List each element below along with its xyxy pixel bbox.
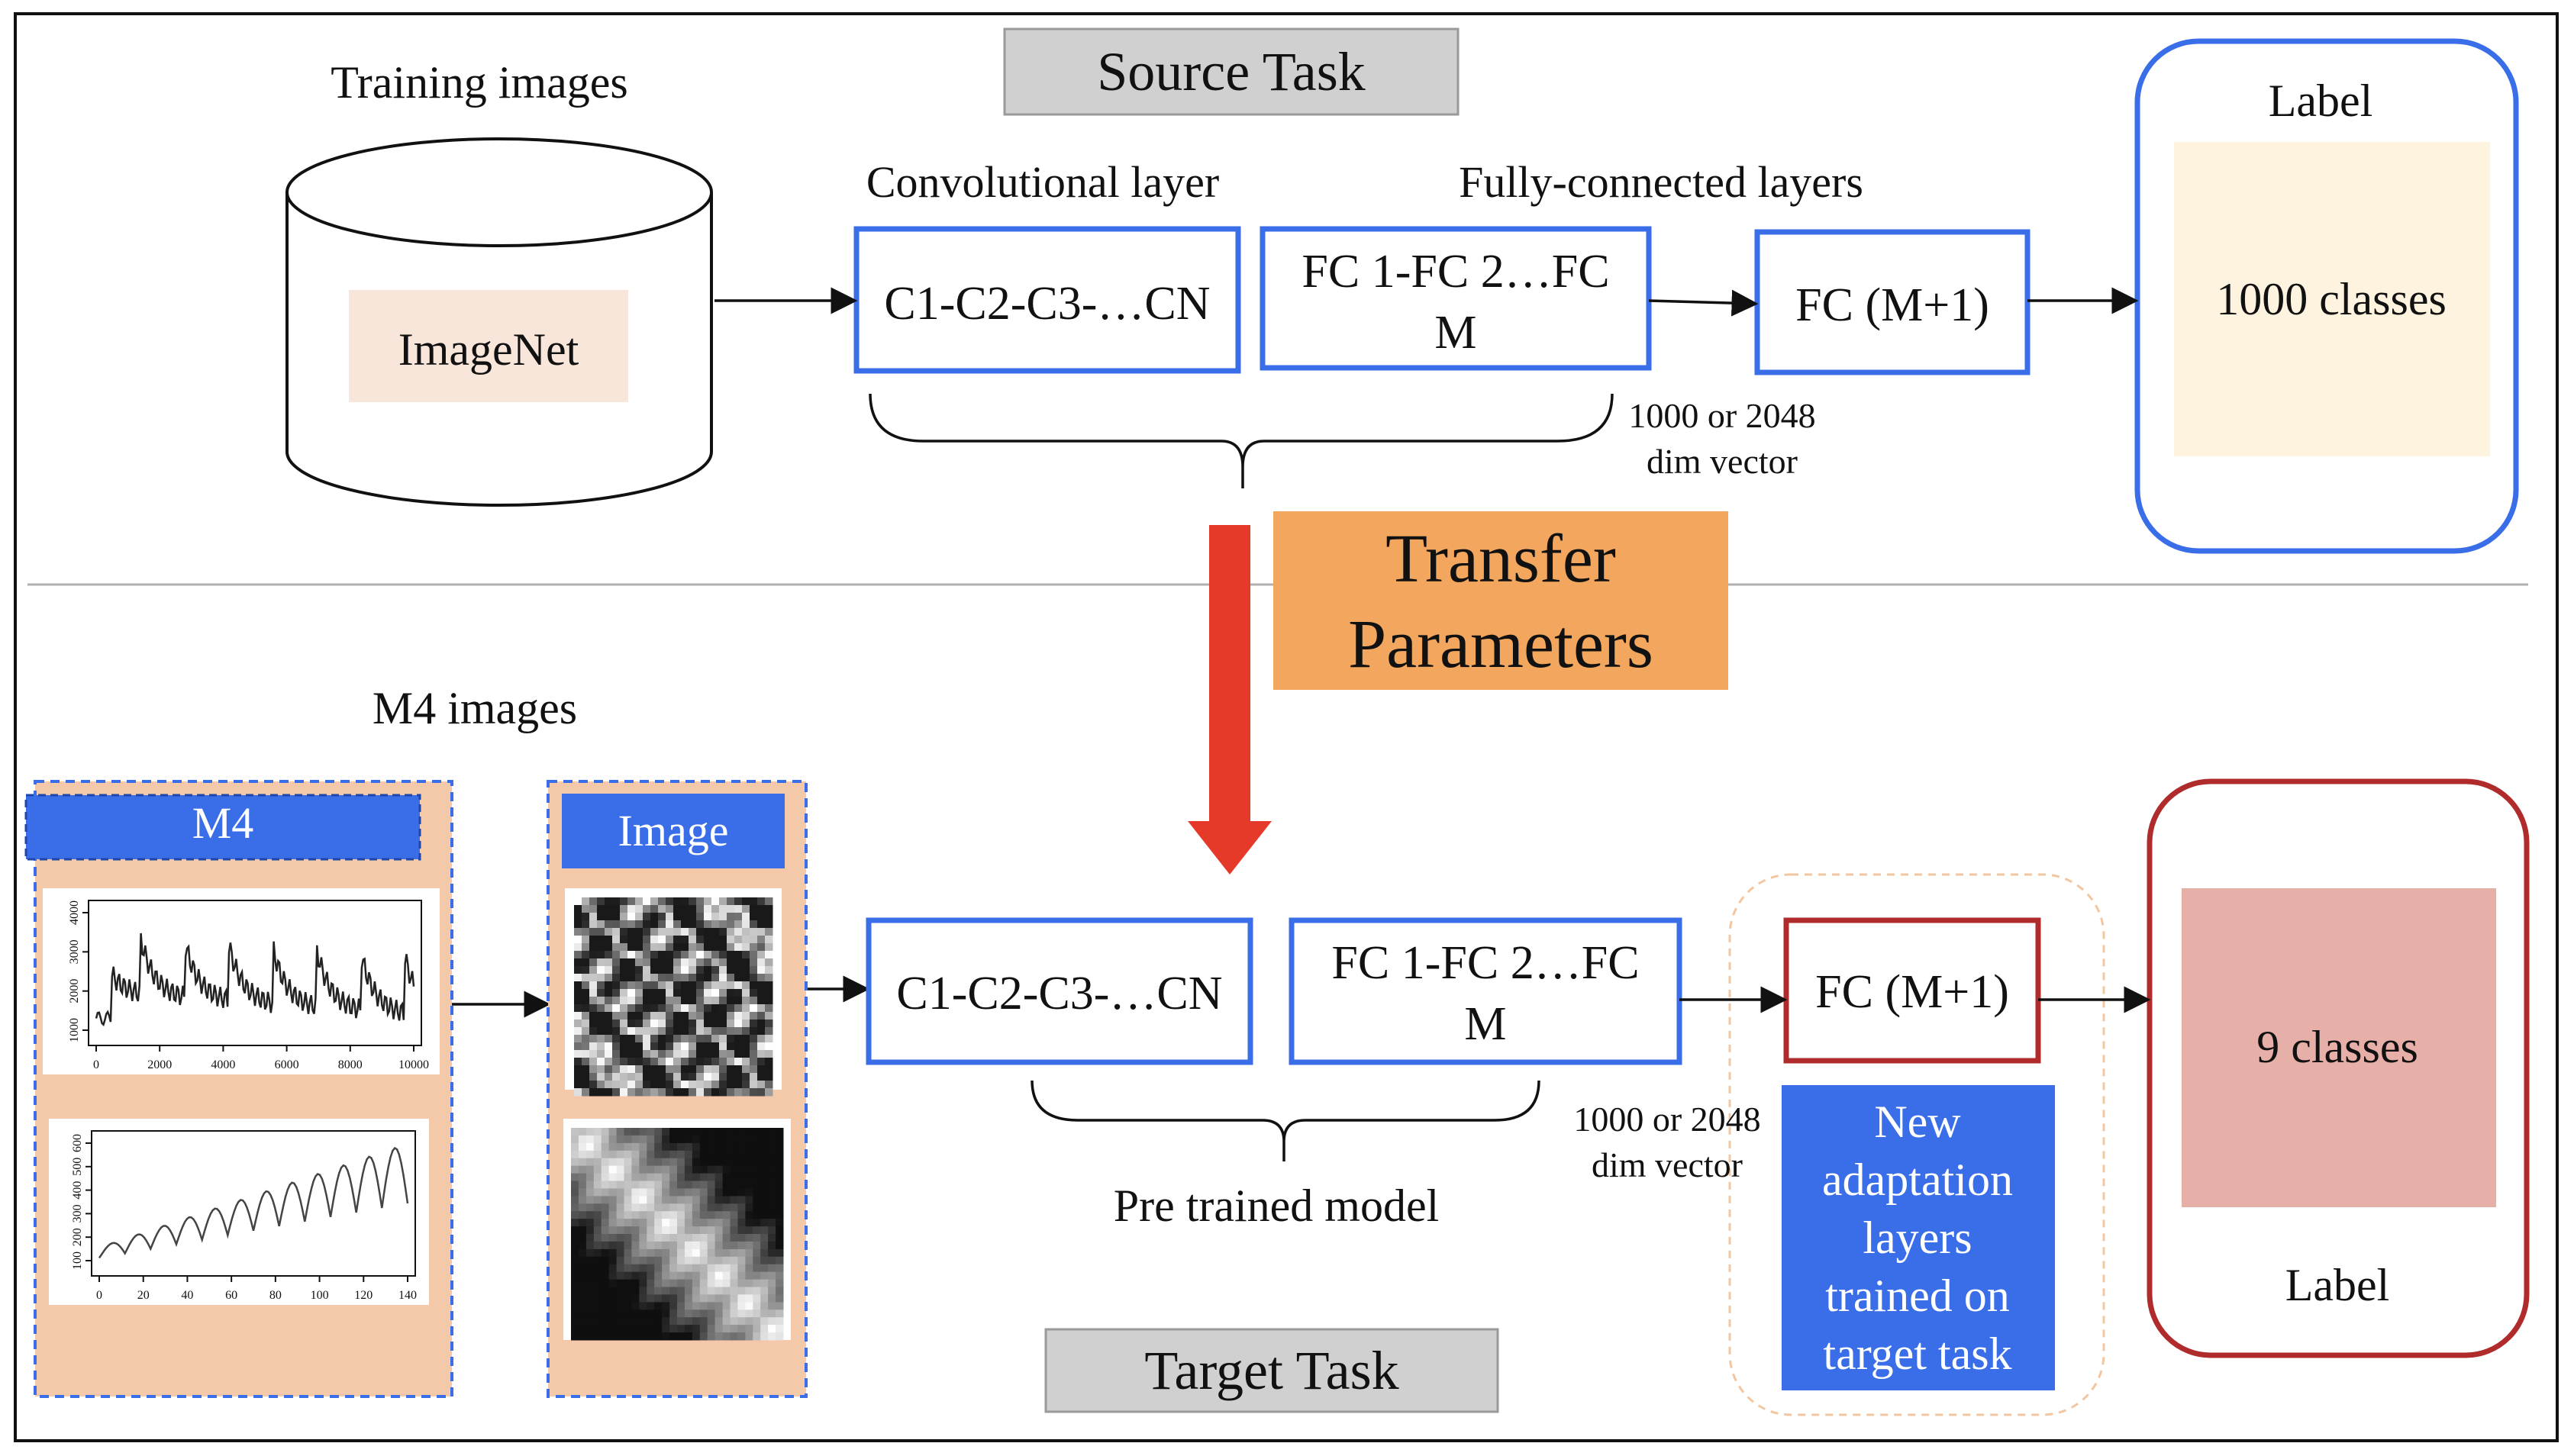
m4-panel-header [24, 794, 421, 861]
plot1-y-tick: 2000 [68, 979, 81, 1003]
pretrained-brace [1031, 1080, 1540, 1161]
target-fc-final-label: FC (M+1) [1815, 966, 2009, 1018]
plot2-x-tick: 20 [137, 1289, 150, 1302]
target-fc-label-line2: M [1464, 998, 1506, 1050]
plot2-x-tick: 40 [181, 1289, 193, 1302]
target-fc-final-box [1783, 917, 2041, 1064]
source-fc-label-line1: FC 1-FC 2…FC [1302, 246, 1609, 298]
plot2-x-tick: 60 [225, 1289, 237, 1302]
source-brace [869, 393, 1614, 488]
target-task-header [1044, 1328, 1499, 1413]
plot1-y-tick: 4000 [68, 900, 81, 925]
new-layers-line-2: adaptation [1822, 1155, 2013, 1205]
source-fc-final-label: FC (M+1) [1795, 279, 1989, 331]
imagenet-label: ImageNet [398, 324, 579, 375]
image-panel-header [562, 794, 785, 868]
arrow-fc-to-fc-final [1648, 289, 1759, 317]
target-fc-box [1289, 917, 1682, 1065]
plot1-x-tick: 8000 [338, 1058, 363, 1071]
new-layers-line-4: trained on [1825, 1271, 2010, 1321]
plot2-y-tick: 600 [71, 1134, 84, 1152]
source-conv-box [853, 226, 1241, 374]
plot2-y-tick: 300 [71, 1204, 84, 1222]
target-task-title: Target Task [1144, 1340, 1398, 1401]
plot1-x-tick: 6000 [275, 1058, 299, 1071]
target-classes-label: 9 classes [2256, 1022, 2418, 1072]
conv-layer-title: Convolutional layer [866, 157, 1219, 207]
source-classes-label: 1000 classes [2216, 274, 2447, 324]
source-classes-box [2174, 142, 2490, 456]
target-fc-label-line1: FC 1-FC 2…FC [1331, 937, 1639, 989]
adaptation-layers-container [1728, 873, 2105, 1416]
target-label-title: Label [2285, 1260, 2390, 1310]
transfer-parameters-box [1273, 511, 1728, 690]
plot2-y-tick: 400 [71, 1181, 84, 1200]
source-vector-label-line1: 1000 or 2048 [1628, 396, 1815, 435]
source-task-title: Source Task [1097, 41, 1366, 102]
plot2-x-tick: 100 [311, 1289, 329, 1302]
source-fc-box [1260, 226, 1652, 371]
plot2-x-tick: 0 [96, 1289, 102, 1302]
m4-series-plot-2: 0 20 40 60 80 100 120 140 100 200 300 400 500 600 [49, 1119, 429, 1305]
source-vector-label-line2: dim vector [1647, 442, 1798, 481]
imagenet-box [349, 290, 628, 402]
target-conv-label: C1-C2-C3-…CN [896, 968, 1222, 1020]
target-classes-box [2182, 888, 2496, 1207]
plot2-y-tick: 100 [71, 1251, 84, 1270]
plot2-x-tick: 80 [269, 1289, 282, 1302]
source-fc-label-line2: M [1434, 307, 1476, 359]
outer-frame [14, 12, 2559, 1442]
target-conv-box [866, 917, 1253, 1065]
transfer-label-line1: Transfer [1385, 521, 1616, 597]
new-layers-line-3: layers [1863, 1213, 1972, 1263]
plot2-x-tick: 140 [398, 1289, 417, 1302]
m4-images-label: M4 images [373, 683, 577, 733]
plot1-x-tick: 4000 [211, 1058, 235, 1071]
m4-series-plot-1: 0 2000 4000 6000 8000 10000 1000 2000 3000 4000 [43, 888, 440, 1074]
plot2-y-tick: 500 [71, 1158, 84, 1176]
recurrence-plot-1 [565, 888, 782, 1097]
new-layers-line-5: target task [1823, 1329, 2011, 1379]
plot2-x-tick: 120 [354, 1289, 373, 1302]
source-label-title: Label [2269, 76, 2373, 126]
target-vector-label-line1: 1000 or 2048 [1573, 1100, 1760, 1139]
source-fc-final-box [1754, 229, 2030, 375]
new-layers-line-1: New [1874, 1097, 1961, 1147]
plot1-x-tick: 2000 [147, 1058, 172, 1071]
training-images-label: Training images [331, 57, 627, 108]
recurrence-plot-2 [563, 1119, 791, 1341]
plot1-y-tick: 3000 [68, 939, 81, 964]
transfer-arrow [1188, 525, 1272, 875]
plot1-x-tick: 0 [93, 1058, 99, 1071]
transfer-label-line2: Parameters [1348, 607, 1653, 682]
image-panel-title: Image [618, 806, 729, 855]
fc-layers-title: Fully-connected layers [1459, 157, 1863, 207]
source-conv-label: C1-C2-C3-…CN [884, 278, 1210, 330]
target-vector-label-line2: dim vector [1592, 1145, 1743, 1184]
plot2-y-tick: 200 [71, 1228, 84, 1246]
m4-panel-title: M4 [192, 798, 254, 848]
new-adaptation-layers-box [1782, 1085, 2055, 1390]
plot1-y-tick: 1000 [68, 1018, 81, 1042]
plot1-x-tick: 10000 [398, 1058, 429, 1071]
pretrained-model-label: Pre trained model [1114, 1181, 1440, 1231]
source-task-header [1003, 27, 1460, 116]
